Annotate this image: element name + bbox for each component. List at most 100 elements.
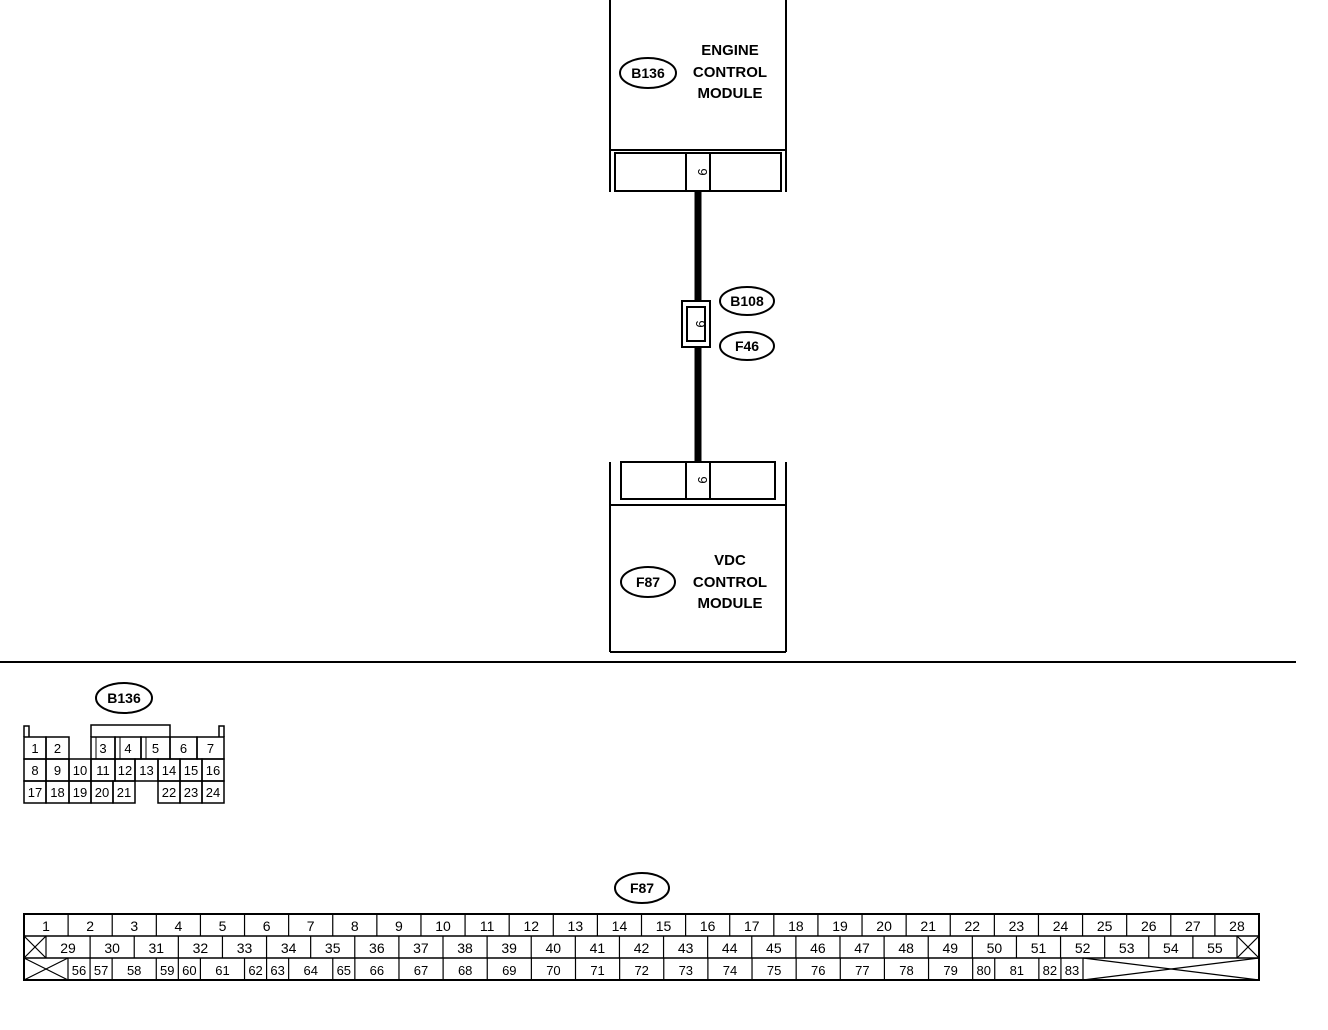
b136-pin-label: 3 bbox=[99, 741, 106, 756]
f87-pin-label: 58 bbox=[127, 963, 141, 978]
joint-pin-label: 9 bbox=[693, 320, 708, 327]
f87-pin-label: 11 bbox=[480, 918, 495, 934]
f87-pin-label: 32 bbox=[193, 940, 209, 956]
f87-pin-label: 7 bbox=[307, 918, 315, 934]
f87-pin-label: 72 bbox=[634, 963, 648, 978]
f87-pin-label: 65 bbox=[337, 963, 351, 978]
b136-pin-label: 9 bbox=[54, 763, 61, 778]
f87-pin-label: 61 bbox=[215, 963, 229, 978]
f87-pin-label: 24 bbox=[1053, 918, 1069, 934]
f87-pin-label: 39 bbox=[501, 940, 517, 956]
f87-pin-label: 46 bbox=[810, 940, 826, 956]
f87-pin-label: 41 bbox=[590, 940, 606, 956]
f87-pin-label: 62 bbox=[248, 963, 262, 978]
f87-pin-label: 8 bbox=[351, 918, 359, 934]
f87-pin-label: 17 bbox=[744, 918, 760, 934]
f87-pin-label: 64 bbox=[303, 963, 317, 978]
f87-pin-label: 55 bbox=[1207, 940, 1223, 956]
f87-pin-label: 9 bbox=[395, 918, 403, 934]
ecm-connector-badge bbox=[619, 57, 677, 89]
b136-pin-label: 10 bbox=[73, 763, 87, 778]
b136-pin-label: 24 bbox=[206, 785, 220, 800]
b136-pin-label: 21 bbox=[117, 785, 131, 800]
f87-pin-label: 10 bbox=[435, 918, 451, 934]
f87-pin-label: 56 bbox=[72, 963, 86, 978]
ecm-name-line-1: ENGINE bbox=[701, 42, 759, 59]
vdc-name-line-2: CONTROL bbox=[693, 574, 767, 591]
f87-pin-label: 68 bbox=[458, 963, 472, 978]
b136-view-label: B136 bbox=[107, 690, 141, 706]
b136-pin-label: 7 bbox=[207, 741, 214, 756]
f87-pin-label: 52 bbox=[1075, 940, 1091, 956]
b136-view-badge bbox=[95, 682, 153, 714]
b136-pin-label: 8 bbox=[31, 763, 38, 778]
f87-pin-label: 57 bbox=[94, 963, 108, 978]
vdc-connector-code: F87 bbox=[636, 574, 660, 590]
f87-pin-label: 60 bbox=[182, 963, 196, 978]
f87-pin-label: 73 bbox=[679, 963, 693, 978]
f87-pin-label: 4 bbox=[174, 918, 182, 934]
b136-pin-label: 16 bbox=[206, 763, 220, 778]
f87-pin-label: 19 bbox=[832, 918, 848, 934]
b136-pin-label: 15 bbox=[184, 763, 198, 778]
b136-pin-label: 18 bbox=[50, 785, 64, 800]
f87-pin-label: 34 bbox=[281, 940, 297, 956]
b136-pin-cell bbox=[201, 780, 225, 804]
f87-pin-label: 67 bbox=[414, 963, 428, 978]
f87-pin-label: 29 bbox=[60, 940, 76, 956]
engine-control-module: 9 B136 ENGINE CONTROL MODULE bbox=[609, 0, 787, 192]
f87-pin-label: 44 bbox=[722, 940, 738, 956]
b136-pin-label: 1 bbox=[31, 741, 38, 756]
b136-pin-label: 22 bbox=[162, 785, 176, 800]
b136-pin-label: 17 bbox=[28, 785, 42, 800]
f87-pin-label: 69 bbox=[502, 963, 516, 978]
f87-pin-label: 53 bbox=[1119, 940, 1135, 956]
f87-pin-label: 5 bbox=[219, 918, 227, 934]
b136-pin-label: 20 bbox=[95, 785, 109, 800]
b108-code: B108 bbox=[730, 293, 764, 309]
f87-pin-label: 21 bbox=[920, 918, 936, 934]
f87-pin-label: 74 bbox=[723, 963, 737, 978]
f87-pin-label: 12 bbox=[523, 918, 539, 934]
f87-pin-label: 43 bbox=[678, 940, 694, 956]
f87-pin-label: 50 bbox=[987, 940, 1003, 956]
vdc-connector-badge bbox=[620, 566, 676, 598]
b136-pin-cell bbox=[112, 780, 136, 804]
vdc-pin-cell bbox=[685, 461, 711, 500]
f87-pin-label: 78 bbox=[899, 963, 913, 978]
ecm-name-line-3: MODULE bbox=[698, 85, 763, 102]
b136-pin-label: 19 bbox=[73, 785, 87, 800]
ecm-connector-code: B136 bbox=[631, 65, 665, 81]
vdc-pin-label: 9 bbox=[695, 476, 710, 483]
f87-pin-label: 16 bbox=[700, 918, 716, 934]
f87-pin-label: 31 bbox=[148, 940, 164, 956]
b136-pin-label: 23 bbox=[184, 785, 198, 800]
f87-pin-label: 25 bbox=[1097, 918, 1113, 934]
f87-pin-label: 71 bbox=[590, 963, 604, 978]
f87-pin-label: 6 bbox=[263, 918, 271, 934]
f87-pin-label: 70 bbox=[546, 963, 560, 978]
f87-pin-label: 18 bbox=[788, 918, 804, 934]
f87-pin-label: 83 bbox=[1065, 963, 1079, 978]
f87-pin-label: 81 bbox=[1010, 963, 1024, 978]
f46-code: F46 bbox=[735, 338, 759, 354]
b136-pin-label: 6 bbox=[180, 741, 187, 756]
f87-pin-label: 47 bbox=[854, 940, 870, 956]
ecm-name-line-2: CONTROL bbox=[693, 64, 767, 81]
f87-pin-label: 49 bbox=[942, 940, 958, 956]
f87-pin-label: 35 bbox=[325, 940, 341, 956]
ecm-pin-label: 9 bbox=[695, 168, 710, 175]
vdc-control-module: 9 F87 VDC CONTROL MODULE bbox=[609, 461, 787, 653]
f87-pin-label: 13 bbox=[568, 918, 584, 934]
f87-pin-label: 26 bbox=[1141, 918, 1157, 934]
f87-pin-label: 42 bbox=[634, 940, 650, 956]
f87-view-badge bbox=[614, 872, 670, 904]
f87-pin-label: 30 bbox=[104, 940, 120, 956]
b136-pin-label: 14 bbox=[162, 763, 176, 778]
f87-pin-label: 51 bbox=[1031, 940, 1047, 956]
f87-pin-label: 45 bbox=[766, 940, 782, 956]
f87-pin-label: 23 bbox=[1009, 918, 1025, 934]
f87-pin-label: 77 bbox=[855, 963, 869, 978]
f87-pin-label: 37 bbox=[413, 940, 429, 956]
